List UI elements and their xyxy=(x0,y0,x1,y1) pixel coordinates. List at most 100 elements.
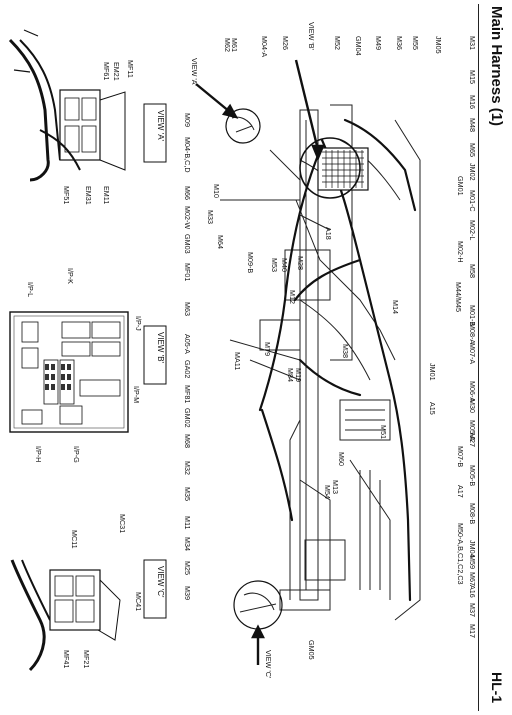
label-view-c-0: MC31 xyxy=(118,514,127,533)
label-inner-3: M64 xyxy=(216,235,225,249)
label-inner-20: GM05 xyxy=(307,640,316,660)
label-top-29: M37 xyxy=(468,603,477,617)
label-top-26: M59 xyxy=(468,555,477,569)
label-bottom-16: M25 xyxy=(183,561,192,575)
label-top-0: M31 xyxy=(468,36,477,50)
label-bottom-3: M02-W xyxy=(183,206,192,229)
label-top-1: M15 xyxy=(468,70,477,84)
view-b-inset xyxy=(9,311,129,433)
label-bottom-2: M66 xyxy=(183,186,192,200)
label-view-b-5: I/P-H xyxy=(34,446,43,462)
view-c-circle xyxy=(233,580,283,630)
label-left-7: M36 xyxy=(395,36,404,50)
view-a-pointer-label: VIEW 'A' xyxy=(190,58,199,87)
label-bottom-9: MF81 xyxy=(183,385,192,403)
label-top-28: A16 xyxy=(468,585,477,598)
label-view-a-0: MF11 xyxy=(126,60,135,78)
label-view-b-2: I/P-L xyxy=(26,282,35,297)
label-inner-12: M84 xyxy=(286,368,295,382)
label-inner-6: M40 xyxy=(280,258,289,272)
label-bottom-4: GM03 xyxy=(183,234,192,254)
label-top-16: M06-A xyxy=(468,381,477,402)
label-top-13: M08-A xyxy=(468,323,477,344)
label-top-11: M44/M45 xyxy=(454,282,463,312)
label-left-0: M61 xyxy=(230,38,239,52)
label-inner-8: M12 xyxy=(288,290,297,304)
view-c-inset xyxy=(10,559,121,672)
label-top-7: M01-C xyxy=(468,190,477,212)
label-inner-19: M51 xyxy=(379,425,388,439)
label-bottom-17: M39 xyxy=(183,586,192,600)
label-top-5: JM02 xyxy=(468,163,477,181)
label-left-6: M49 xyxy=(374,36,383,50)
view-c-box xyxy=(143,559,167,619)
view-b-circle xyxy=(299,137,361,199)
label-inner-14: MA11 xyxy=(233,352,242,370)
label-inner-17: M54 xyxy=(323,485,332,499)
label-top-4: M65 xyxy=(468,143,477,157)
label-view-a-4: EM31 xyxy=(84,186,93,205)
label-top-3: M48 xyxy=(468,118,477,132)
label-bottom-10: GM02 xyxy=(183,408,192,428)
label-bottom-12: M32 xyxy=(183,461,192,475)
view-b-pointer-label: VIEW 'B' xyxy=(307,22,316,51)
label-bottom-1: M04-B,C,D xyxy=(183,137,192,173)
view-a-box-label: VIEW 'A' xyxy=(156,110,165,142)
label-top-24: M50-A,B,C1,C2,C3 xyxy=(456,523,465,585)
label-inner-15: M60 xyxy=(337,452,346,466)
label-top-20: M07-B xyxy=(456,446,465,467)
label-bottom-11: M68 xyxy=(183,434,192,448)
label-left-2: M04-A xyxy=(260,36,269,57)
label-top-21: M05-B xyxy=(468,465,477,486)
label-top-10: M58 xyxy=(468,264,477,278)
label-left-9: JM05 xyxy=(434,36,443,54)
label-top-23: M08-B xyxy=(468,503,477,524)
label-inner-0: M10 xyxy=(212,184,221,198)
label-top-27: M67 xyxy=(468,572,477,586)
view-c-box-label: VIEW 'C' xyxy=(156,566,165,598)
label-top-18: M05-A xyxy=(468,420,477,441)
label-bottom-8: GA02 xyxy=(183,360,192,378)
label-bottom-7: A05-A xyxy=(183,334,192,354)
label-top-17: M30 xyxy=(468,399,477,413)
label-bottom-14: M11 xyxy=(183,516,192,529)
label-left-3: M26 xyxy=(281,36,290,50)
label-left-5: GM04 xyxy=(354,36,363,56)
label-bottom-0: M09 xyxy=(183,113,192,127)
label-view-c-3: MF21 xyxy=(82,650,91,668)
label-left-4: M52 xyxy=(333,36,342,50)
label-inner-18: A15 xyxy=(428,402,437,415)
label-inner-13: M79 xyxy=(263,342,272,356)
label-top-30: M17 xyxy=(468,624,477,638)
label-view-b-1: I/P-J xyxy=(134,316,143,331)
header-rule xyxy=(478,4,479,711)
label-view-a-2: MF61 xyxy=(102,62,111,80)
label-top-14: M07-A xyxy=(468,343,477,364)
view-b-box-label: VIEW 'B' xyxy=(156,332,165,364)
label-view-c-2: MC41 xyxy=(134,592,143,611)
label-bottom-6: M63 xyxy=(183,302,192,316)
label-inner-1: M33 xyxy=(206,210,215,224)
label-inner-16: M13 xyxy=(331,480,340,494)
label-view-b-0: I/P-K xyxy=(66,268,75,284)
label-bottom-15: M34 xyxy=(183,537,192,551)
label-top-22: A17 xyxy=(456,485,465,498)
label-inner-11: M19 xyxy=(294,368,303,382)
view-a-box xyxy=(143,103,167,163)
label-top-19: M27 xyxy=(468,433,477,447)
label-top-2: M16 xyxy=(468,95,477,109)
label-bottom-13: M35 xyxy=(183,487,192,501)
label-view-b-3: I/P-M xyxy=(132,386,141,403)
connector-block-b xyxy=(317,147,369,191)
label-inner-10: M38 xyxy=(341,344,350,358)
label-view-a-1: EM21 xyxy=(112,62,121,81)
view-b-box xyxy=(143,325,167,385)
label-view-a-5: MF51 xyxy=(62,186,71,204)
label-top-25: JM04 xyxy=(468,540,477,558)
label-view-b-4: I/P-G xyxy=(72,446,81,463)
label-top-15: JM01 xyxy=(428,363,437,381)
label-view-a-3: EM11 xyxy=(102,186,111,204)
label-inner-4: M09-B xyxy=(246,252,255,273)
